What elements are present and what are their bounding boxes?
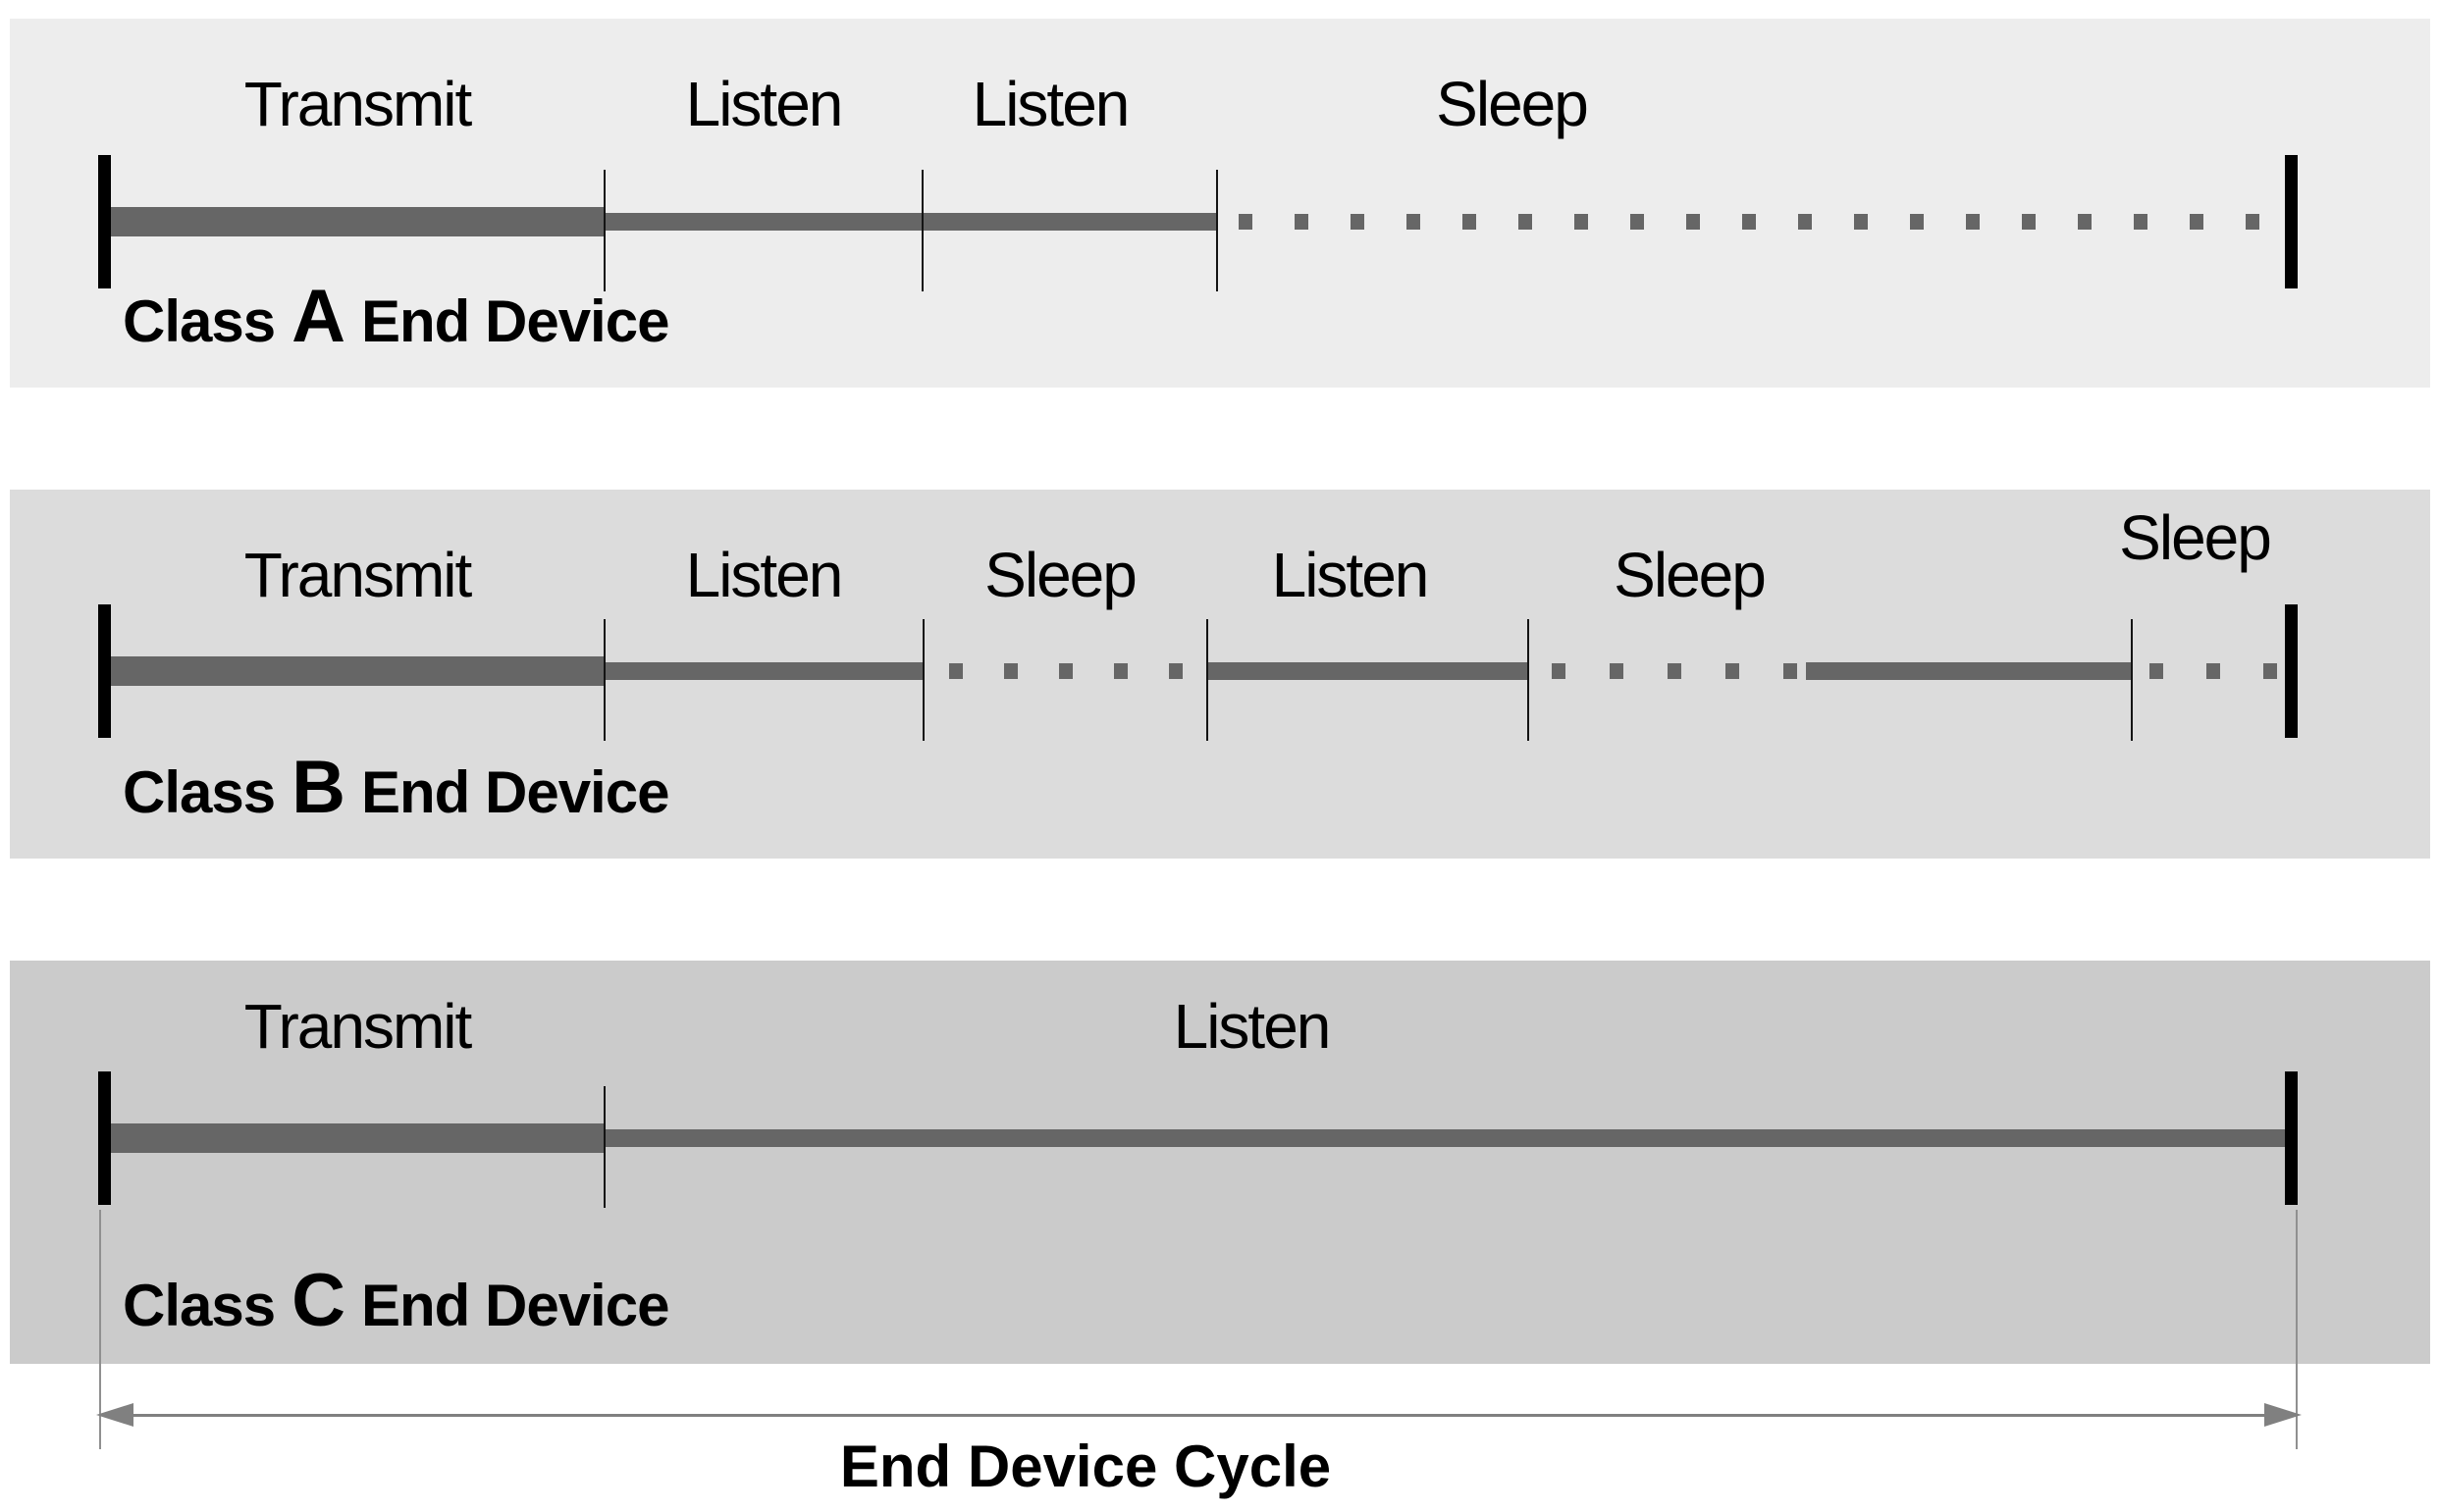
phase-label-sleep: Sleep	[1436, 68, 1589, 139]
sleep-dot	[1518, 214, 1532, 230]
panel-class-c: Class C End Device Transmit Listen	[10, 961, 2430, 1364]
sleep-dot	[1686, 214, 1700, 230]
listen-bar	[1207, 662, 1528, 680]
caption-class-word: Class	[123, 758, 276, 825]
caption-device-word: End Device	[361, 1272, 669, 1338]
timeline-start-marker	[97, 155, 111, 288]
panel-class-a: Class A End Device Transmit Listen Listen S…	[10, 19, 2430, 388]
segment-divider	[604, 170, 606, 291]
phase-label-transmit: Transmit	[243, 539, 473, 610]
sleep-dot	[1552, 663, 1565, 679]
caption-class-letter: C	[292, 1258, 345, 1342]
sleep-dot	[2022, 214, 2036, 230]
sleep-dot	[1004, 663, 1018, 679]
sleep-dot	[1668, 663, 1681, 679]
timeline-end-marker	[2284, 155, 2298, 288]
timeline-start-marker	[97, 1071, 111, 1205]
caption-device-word: End Device	[361, 287, 669, 354]
transmit-bar	[111, 1123, 605, 1153]
segment-divider	[1527, 619, 1529, 741]
sleep-dot	[2190, 214, 2203, 230]
caption-class-word: Class	[123, 287, 276, 354]
timeline-start-marker	[97, 604, 111, 738]
sleep-dot	[2134, 214, 2147, 230]
segment-divider	[922, 170, 924, 291]
sleep-dot	[1966, 214, 1980, 230]
phase-label-listen: Listen	[972, 68, 1131, 139]
phase-label-sleep: Sleep	[984, 539, 1138, 610]
phase-label-listen: Listen	[1173, 990, 1332, 1062]
phase-label-transmit: Transmit	[243, 68, 473, 139]
sleep-dot	[1406, 214, 1420, 230]
caption-device-word: End Device	[361, 758, 669, 825]
timeline-end-marker	[2284, 604, 2298, 738]
sleep-dot	[1239, 214, 1252, 230]
cycle-arrowhead-right-icon	[2264, 1403, 2302, 1427]
sleep-dot	[1910, 214, 1924, 230]
caption-class-letter: B	[292, 745, 345, 829]
caption-class-c: Class C End Device	[123, 1258, 669, 1342]
phase-label-listen: Listen	[685, 539, 844, 610]
listen-bar	[1806, 662, 2132, 680]
sleep-dot	[2246, 214, 2259, 230]
phase-label-transmit: Transmit	[243, 990, 473, 1062]
sleep-dot	[1462, 214, 1476, 230]
sleep-dot	[2263, 663, 2277, 679]
sleep-dot	[1783, 663, 1797, 679]
listen-bar	[605, 1129, 2285, 1147]
segment-divider	[2131, 619, 2133, 741]
segment-divider	[604, 1086, 606, 1208]
segment-divider	[1216, 170, 1218, 291]
sleep-dot	[1295, 214, 1308, 230]
sleep-dot	[2206, 663, 2220, 679]
sleep-dot	[1114, 663, 1128, 679]
sleep-dot	[2078, 214, 2092, 230]
timeline-end-marker	[2284, 1071, 2298, 1205]
cycle-extension-line-left	[99, 1210, 101, 1449]
phase-label-listen: Listen	[1271, 539, 1430, 610]
transmit-bar	[111, 656, 605, 686]
transmit-bar	[111, 207, 605, 236]
phase-label-listen: Listen	[685, 68, 844, 139]
cycle-arrow-line	[126, 1414, 2272, 1417]
segment-divider	[1206, 619, 1208, 741]
segment-divider	[604, 619, 606, 741]
phase-label-sleep: Sleep	[1614, 539, 1767, 610]
cycle-extension-line-right	[2296, 1210, 2298, 1449]
sleep-dot	[1725, 663, 1739, 679]
sleep-dot	[1059, 663, 1073, 679]
sleep-dot	[1630, 214, 1644, 230]
caption-class-word: Class	[123, 1272, 276, 1338]
caption-class-a: Class A End Device	[123, 274, 669, 358]
sleep-dot	[2149, 663, 2163, 679]
segment-divider	[923, 619, 925, 741]
sleep-dot	[1854, 214, 1868, 230]
sleep-dot	[1574, 214, 1588, 230]
sleep-dot	[1351, 214, 1364, 230]
sleep-dot	[1742, 214, 1756, 230]
sleep-dot	[1798, 214, 1812, 230]
cycle-arrowhead-left-icon	[96, 1403, 133, 1427]
phase-label-sleep: Sleep	[2119, 501, 2272, 573]
cycle-label: End Device Cycle	[839, 1434, 1332, 1500]
sleep-dot	[949, 663, 963, 679]
listen-bar	[605, 662, 924, 680]
listen-bar	[605, 213, 1217, 231]
sleep-dot	[1169, 663, 1183, 679]
sleep-dot	[1610, 663, 1623, 679]
caption-class-b: Class B End Device	[123, 745, 669, 829]
caption-class-letter: A	[292, 274, 345, 358]
